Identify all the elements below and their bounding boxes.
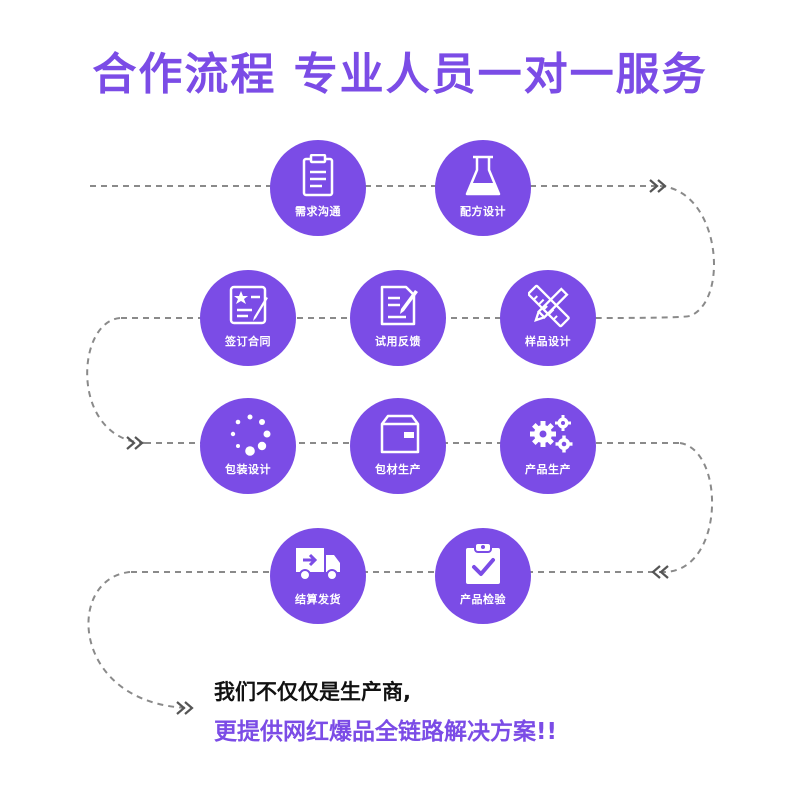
step-contract: 签订合同 (200, 270, 296, 366)
contract-star-icon (229, 285, 268, 325)
flow-curve-right1 (599, 185, 715, 319)
footer-line2: 更提供网红爆品全链路解决方案!! (214, 719, 557, 745)
clipboard-icon (302, 154, 334, 197)
step-label: 包材生产 (375, 463, 421, 476)
step-product-production: 产品生产 (500, 398, 596, 494)
step-label: 结算发货 (295, 593, 341, 606)
ruler-pencil-icon (528, 284, 570, 328)
delivery-truck-icon (296, 548, 340, 581)
step-label: 产品检验 (460, 593, 506, 606)
step-label: 需求沟通 (295, 205, 341, 218)
gears-icon (530, 415, 573, 453)
step-formula: 配方设计 (435, 140, 531, 236)
page-title: 合作流程 专业人员一对一服务 (92, 49, 708, 100)
flow-curve-left1 (86, 317, 146, 444)
step-product-inspection: 产品检验 (435, 528, 531, 624)
flask-icon (465, 155, 501, 196)
step-label: 包装设计 (225, 463, 271, 476)
document-pen-icon (380, 285, 418, 326)
flow-curve-left2 (87, 571, 191, 709)
step-requirement: 需求沟通 (270, 140, 366, 236)
arrow-right-2 (126, 436, 144, 450)
step-packaging-design: 包装设计 (200, 398, 296, 494)
footer-line1: 我们不仅仅是生产商, (214, 680, 411, 704)
flow-curve-right2 (664, 442, 713, 573)
arrow-left-1 (651, 565, 669, 579)
arrow-right-1 (649, 179, 667, 193)
step-sample-design: 样品设计 (500, 270, 596, 366)
step-trial-feedback: 试用反馈 (350, 270, 446, 366)
step-label: 试用反馈 (375, 335, 421, 348)
box-icon (380, 414, 420, 454)
step-label: 配方设计 (460, 205, 506, 218)
step-settlement-shipping: 结算发货 (270, 528, 366, 624)
step-label: 样品设计 (525, 335, 571, 348)
loading-dots-icon (230, 414, 271, 456)
clipboard-check-icon (466, 542, 500, 584)
arrow-right-3 (176, 701, 194, 715)
step-label: 签订合同 (225, 335, 271, 348)
step-packaging-production: 包材生产 (350, 398, 446, 494)
step-label: 产品生产 (525, 463, 571, 476)
